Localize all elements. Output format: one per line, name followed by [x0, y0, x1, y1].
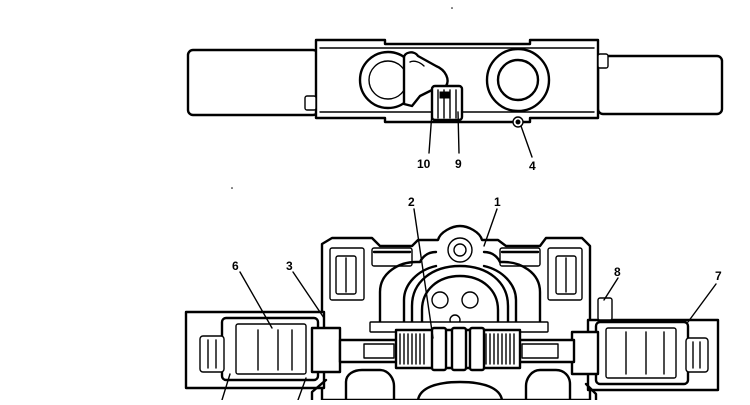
callout-4: 4 — [529, 159, 536, 173]
spool-springs — [399, 333, 515, 365]
callout-10: 10 — [417, 157, 431, 171]
callout-3: 3 — [286, 259, 293, 273]
section-view — [184, 208, 720, 402]
top-right-spool-end — [596, 54, 724, 116]
callout-7: 7 — [715, 269, 722, 283]
callout-8: 8 — [614, 265, 621, 279]
callout-9: 9 — [455, 157, 462, 171]
callout-2: 2 — [408, 195, 415, 209]
top-left-spool-end — [186, 48, 320, 117]
callout-6: 6 — [232, 259, 239, 273]
callout-1: 1 — [494, 195, 501, 209]
top-view — [186, 38, 724, 158]
